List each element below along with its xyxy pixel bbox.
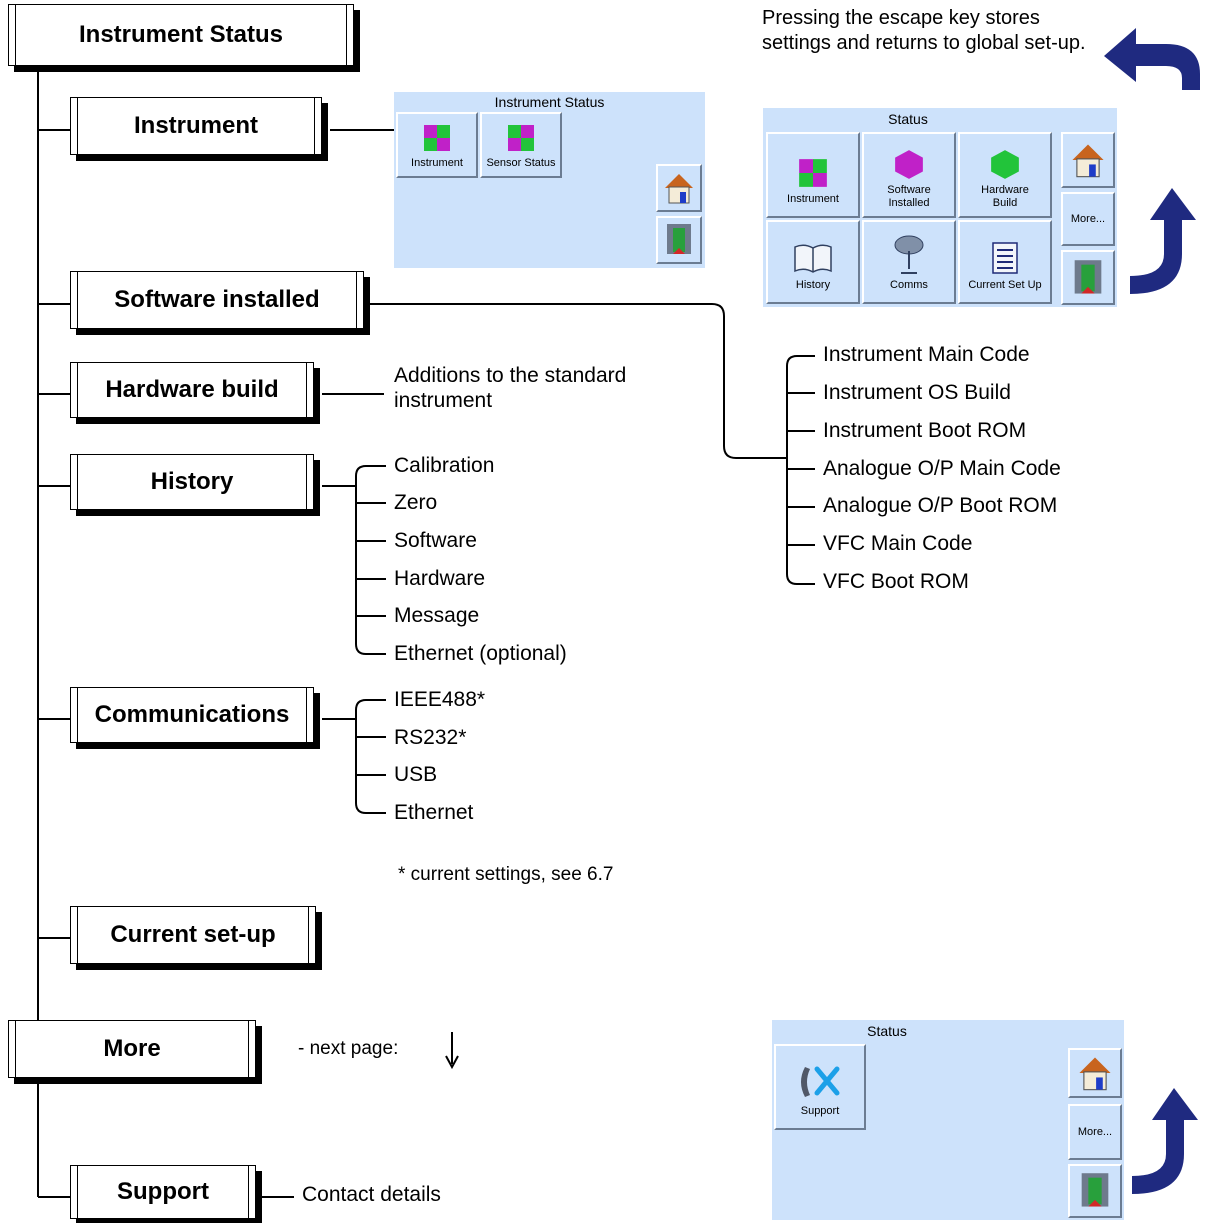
software-installed-box: Software installed — [70, 271, 364, 329]
cube-icon — [799, 159, 827, 187]
tile-label: Sensor Status — [486, 157, 556, 169]
tile-label: Instrument — [787, 193, 839, 205]
instrument-status-screen: Instrument Status Instrument Sensor Stat… — [394, 92, 705, 268]
down-arrow-icon — [445, 1032, 459, 1070]
instrument-status-box: Instrument Status — [8, 4, 354, 66]
software-item: Instrument Main Code — [823, 343, 1030, 366]
comms-item: USB — [394, 763, 438, 786]
software-item: Instrument Boot ROM — [823, 419, 1027, 442]
list-icon — [992, 242, 1018, 274]
support-tile[interactable]: Support — [774, 1044, 866, 1130]
history-box: History — [70, 454, 314, 510]
software-item: Instrument OS Build — [823, 381, 1011, 404]
current-setup-box: Current set-up — [70, 906, 316, 964]
history-tile[interactable]: History — [766, 220, 860, 304]
software-item: Analogue O/P Boot ROM — [823, 494, 1058, 517]
up-arrow-icon — [1130, 188, 1196, 294]
software-item: VFC Boot ROM — [823, 570, 969, 593]
instrument-box: Instrument — [70, 97, 322, 155]
book-icon — [794, 244, 832, 273]
home-icon — [665, 174, 693, 204]
up-arrow-icon — [1132, 1088, 1198, 1194]
tile-label: Current Set Up — [968, 279, 1042, 291]
exit-door-icon — [667, 224, 691, 254]
tile-label: Instrument — [411, 157, 463, 169]
hardware-build-box: Hardware build — [70, 362, 314, 418]
instrument-tile[interactable]: Instrument — [396, 112, 478, 178]
history-item: Zero — [394, 491, 438, 514]
history-item: Software — [394, 529, 477, 552]
software-item: Analogue O/P Main Code — [823, 457, 1061, 480]
support-tools-icon — [801, 1066, 840, 1097]
current-set-up-tile[interactable]: Current Set Up — [958, 220, 1052, 304]
sensor-status-tile[interactable]: Sensor Status — [480, 112, 562, 178]
cube-icon — [424, 125, 450, 151]
tile-label: History — [795, 279, 831, 291]
software-item: VFC Main Code — [823, 532, 973, 555]
support-box: Support — [70, 1165, 256, 1219]
screen-title: Status — [867, 1023, 907, 1039]
comms-item: RS232* — [394, 726, 467, 749]
comms-item: IEEE488* — [394, 688, 486, 711]
tile-label: Hardware Build — [981, 184, 1029, 209]
more-note: - next page: — [298, 1038, 399, 1059]
exit-button[interactable] — [656, 216, 702, 264]
instrument-tile[interactable]: Instrument — [766, 132, 860, 218]
back-arrow-icon — [1104, 28, 1200, 90]
more-button[interactable]: More... — [1068, 1104, 1122, 1160]
history-item: Ethernet (optional) — [394, 642, 567, 665]
screen-title: Status — [888, 111, 928, 127]
more-button[interactable]: More... — [1061, 192, 1115, 246]
exit-door-icon — [1074, 259, 1102, 294]
hardware-build-tile[interactable]: Hardware Build — [958, 132, 1052, 218]
comms-item: Ethernet — [394, 801, 474, 824]
comms-tile[interactable]: Comms — [862, 220, 956, 304]
status-screen-page-2: Status Support More... — [772, 1020, 1124, 1220]
exit-button[interactable] — [1068, 1164, 1122, 1218]
more-button-label: More... — [1077, 1126, 1113, 1138]
home-icon — [1072, 144, 1104, 178]
tile-label: Support — [800, 1105, 840, 1117]
history-item: Hardware — [394, 567, 486, 590]
communications-box: Communications — [70, 687, 314, 743]
comms-footnote: * current settings, see 6.7 — [398, 864, 614, 885]
home-button[interactable] — [656, 164, 702, 212]
tile-label: Software Installed — [887, 184, 931, 209]
software-installed-tile[interactable]: Software Installed — [862, 132, 956, 218]
home-button[interactable] — [1061, 132, 1115, 188]
more-box: More — [8, 1020, 256, 1078]
more-button-label: More... — [1070, 213, 1106, 225]
escape-note: Pressing the escape key stores settings … — [762, 7, 1086, 54]
satellite-dish-icon — [894, 235, 924, 274]
history-item: Message — [394, 604, 480, 627]
support-note: Contact details — [302, 1183, 441, 1206]
tile-label: Comms — [890, 279, 928, 291]
status-screen: Status Instrument Software Installed Har… — [763, 108, 1117, 307]
home-button[interactable] — [1068, 1048, 1122, 1098]
cube-icon — [991, 150, 1019, 179]
cube-icon — [895, 150, 923, 179]
home-icon — [1079, 1057, 1111, 1091]
hardware-note: Additions to the standard instrument — [394, 364, 627, 412]
exit-button[interactable] — [1061, 250, 1115, 305]
screen-title: Instrument Status — [494, 94, 605, 110]
cube-icon — [508, 125, 534, 151]
exit-door-icon — [1081, 1173, 1109, 1207]
history-item: Calibration — [394, 454, 495, 477]
